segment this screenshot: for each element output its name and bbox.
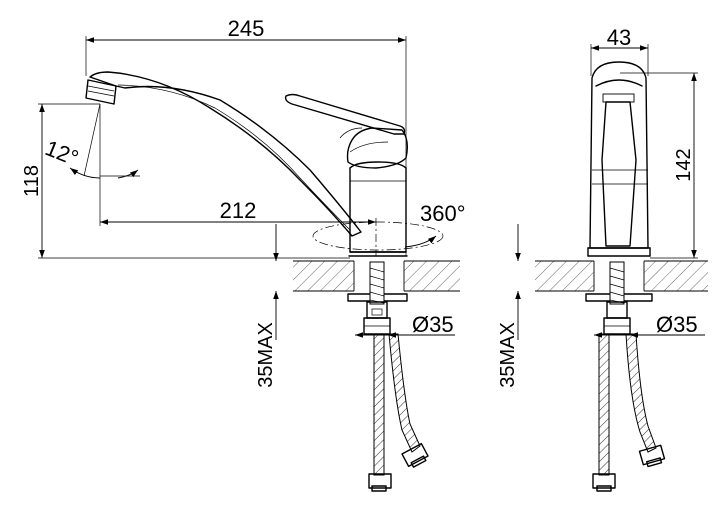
supply-hoses: [368, 333, 429, 492]
faucet-body: [284, 93, 409, 257]
front-view: 245 118 212 12° 360° Ø35 35MAX: [21, 16, 466, 492]
mounting-hardware-side: [585, 261, 653, 335]
side-hole-label: Ø35: [656, 312, 698, 337]
mounting-hardware: [347, 261, 408, 335]
front-width-label: 245: [228, 16, 265, 41]
faucet-body-side: [587, 61, 651, 257]
dimension-lines-side: [515, 44, 705, 340]
front-hole-label: Ø35: [412, 312, 454, 337]
side-view: 43 142 Ø35 35MAX: [497, 25, 708, 492]
side-max-label: 35MAX: [497, 322, 519, 388]
side-width-label: 43: [607, 25, 631, 50]
front-max-label: 35MAX: [255, 322, 277, 388]
spout: [85, 71, 362, 237]
supply-hoses-side: [592, 333, 666, 492]
dimension-lines-front: [38, 36, 455, 340]
front-height-label: 118: [21, 165, 43, 197]
side-height-label: 142: [673, 148, 695, 181]
front-angle-label: 12°: [42, 135, 82, 171]
rotation-ellipse: [312, 221, 444, 251]
front-reach-label: 212: [220, 198, 257, 223]
front-rotation-label: 360°: [420, 201, 466, 226]
